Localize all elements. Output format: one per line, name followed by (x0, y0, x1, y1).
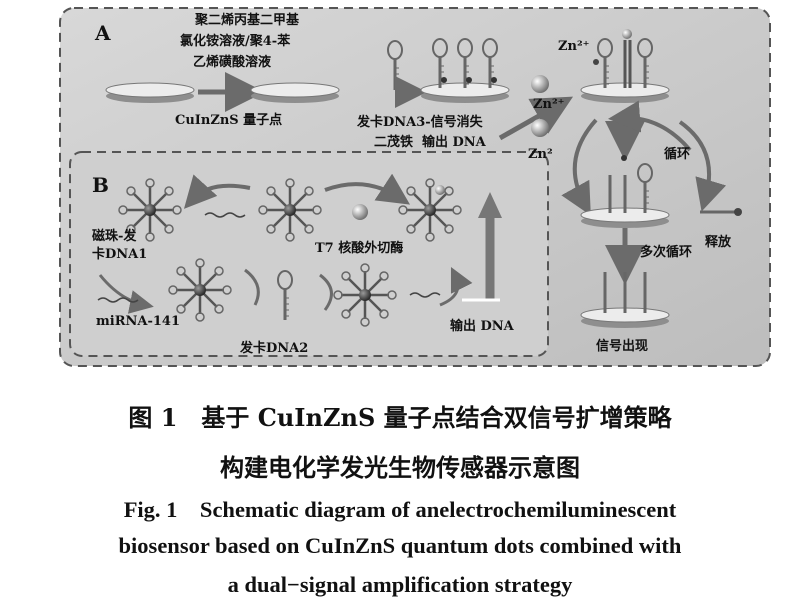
big-up-arrow-head (478, 192, 502, 218)
cycle-arrow-right (678, 120, 727, 212)
mirna-strand-recycle (409, 292, 441, 298)
hairpin3-label: 发卡DNA3-信号消失 (356, 114, 484, 130)
bead-hybrid (257, 177, 323, 243)
bead-hairpin2 (332, 262, 398, 328)
reagent-line-1: 聚二烯丙基二甲基 (194, 12, 300, 28)
zn-label-3: Zn² (528, 147, 553, 162)
arrow-mirna-in (98, 274, 154, 314)
multi-cycle-label: 多次循环 (640, 244, 692, 260)
zn-label-2: Zn²⁺ (533, 97, 565, 112)
caption-en-line-2: biosensor based on CuInZnS quantum dots … (118, 533, 682, 558)
ferrocene-3 (491, 77, 497, 83)
cycle-arrow-left (561, 118, 598, 216)
arrow-hybridize (498, 96, 574, 141)
t7-label: T7 核酸外切酶 (315, 240, 403, 256)
ferrocene-1 (441, 77, 447, 83)
schematic-diagram: A B 聚二烯丙基二甲基 氯化铵溶液/聚4-苯 乙烯磺酸溶液 CuInZnS 量… (59, 7, 771, 367)
mirna-strand-b-top (204, 212, 246, 218)
panel-a-label: A (94, 21, 111, 45)
bead-mirna (167, 257, 233, 323)
bead-ball (435, 185, 445, 195)
hairpin2-label: 发卡DNA2 (239, 340, 308, 356)
bead-after-t7 (397, 177, 463, 243)
caption-en-line-1: Fig. 1 Schematic diagram of anelectroche… (123, 497, 677, 522)
release-label: 释放 (705, 234, 732, 250)
ferrocene-top (622, 29, 632, 39)
ferrocene-ball-1 (531, 75, 549, 93)
cycle-arrow-top (608, 100, 692, 152)
arrow-b-1 (244, 268, 260, 306)
caption-en-line-3: a dual−signal amplification strategy (227, 572, 573, 597)
arrow-b-3 (439, 266, 473, 307)
reagent-line-2: 氯化铵溶液/聚4-苯 (180, 33, 291, 49)
arrow-t7 (324, 173, 411, 205)
electrode-bare (105, 82, 195, 104)
reagent-line-3: 乙烯磺酸溶液 (193, 54, 271, 70)
zn-ion-1 (593, 59, 599, 65)
t7-enzyme (352, 204, 368, 220)
ferrocene-ball-2 (531, 119, 549, 137)
arrow-b-return (183, 174, 251, 209)
caption-cn-line-2: 构建电化学发光生物传感器示意图 (220, 453, 580, 482)
released-ion (621, 155, 627, 161)
panel-b-label: B (92, 173, 109, 197)
zn-label-1: Zn²⁺ (558, 39, 590, 54)
ferrocene-2 (466, 77, 472, 83)
output-dna-a-label: 输出 DNA (422, 134, 487, 150)
bead-label-1: 磁珠-发 (92, 228, 137, 244)
quantum-dot-label: CuInZnS 量子点 (175, 112, 282, 128)
arrow-b-2 (319, 273, 333, 311)
output-dna-b-label: 输出 DNA (450, 318, 515, 334)
mirna-label: miRNA-141 (96, 314, 180, 329)
signal-appears-label: 信号出现 (596, 338, 648, 354)
cycle-label: 循环 (664, 146, 690, 162)
caption-cn-line-1: 图 1 基于 CuInZnS 量子点结合双信号扩增策略 (128, 403, 672, 432)
mirna-strand (97, 297, 139, 303)
ferrocene-label: 二茂铁 (374, 134, 413, 150)
electrode-qd (250, 82, 340, 104)
released-ball (734, 208, 742, 216)
bead-label-2: 卡DNA1 (92, 246, 147, 262)
